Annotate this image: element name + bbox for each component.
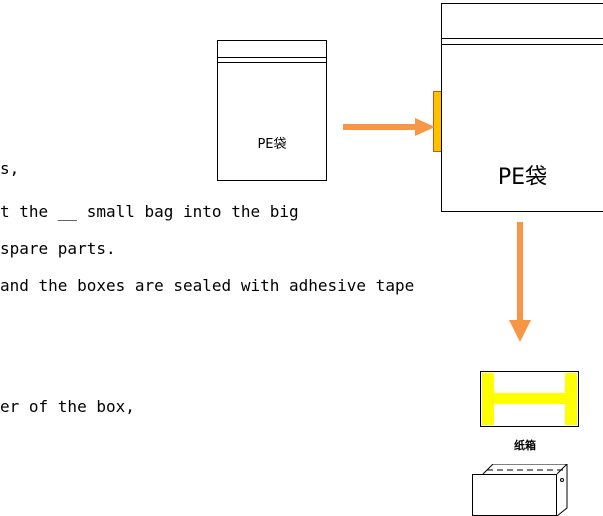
down-arrow-icon (509, 222, 531, 342)
text-line: t the __ small bag into the big (0, 202, 299, 221)
bag-seal-line (218, 62, 326, 63)
bag-seal-line (218, 57, 326, 58)
text-line: s, (0, 159, 20, 178)
right-arrow-icon (343, 118, 435, 136)
carton-top-view (480, 371, 579, 427)
big-pe-bag: PE袋 (441, 3, 603, 212)
bag-seal-line (442, 38, 603, 39)
text-line: spare parts. (0, 239, 116, 258)
small-bag-label: PE袋 (257, 137, 287, 152)
small-pe-bag: PE袋 (217, 40, 327, 181)
text-line: er of the box, (0, 397, 135, 416)
big-bag-label: PE袋 (497, 165, 548, 190)
carton-box-icon (472, 464, 568, 516)
bag-seal-line (442, 44, 603, 45)
carton-label: 纸箱 (514, 439, 536, 452)
text-line: and the boxes are sealed with adhesive t… (0, 276, 415, 295)
